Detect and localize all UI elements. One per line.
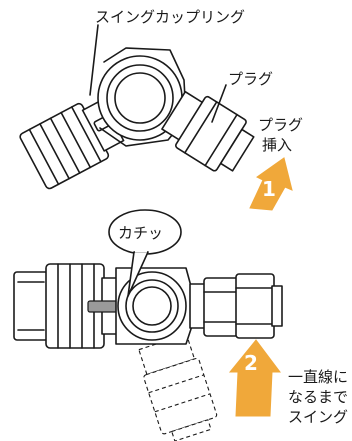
bottom-plug-body — [235, 273, 275, 339]
plug-insert-label-1: プラグ — [258, 116, 303, 134]
step1-number: 1 — [262, 177, 276, 201]
bottom-figure: カチッ 2 一直線に なるまで スイング — [13, 209, 348, 441]
step2-arrow: 2 — [228, 339, 281, 417]
swing-label-3: スイング — [288, 408, 348, 426]
step1-arrow-shape — [249, 157, 293, 211]
top-plug — [161, 90, 255, 172]
step2-arrow-shape — [228, 339, 281, 417]
step2-number: 2 — [244, 351, 258, 375]
step1-arrow: 1 — [249, 157, 293, 211]
swing-coupling-label: スイングカップリング — [95, 8, 245, 26]
click-label: カチッ — [118, 224, 163, 242]
plug-insert-label-2: 挿入 — [262, 136, 292, 154]
swing-label-1: 一直線に — [288, 368, 348, 386]
swing-label-2: なるまで — [288, 388, 348, 406]
plug-label: プラグ — [228, 70, 273, 88]
plug-leader — [211, 84, 227, 123]
top-figure: スイングカップリング プラグ プラグ 挿入 1 — [19, 8, 303, 211]
bottom-swivel-ring — [117, 271, 187, 341]
swing-coupling-leader — [89, 24, 99, 96]
ghost-plug — [138, 333, 218, 441]
bottom-plug-nut — [203, 277, 239, 337]
